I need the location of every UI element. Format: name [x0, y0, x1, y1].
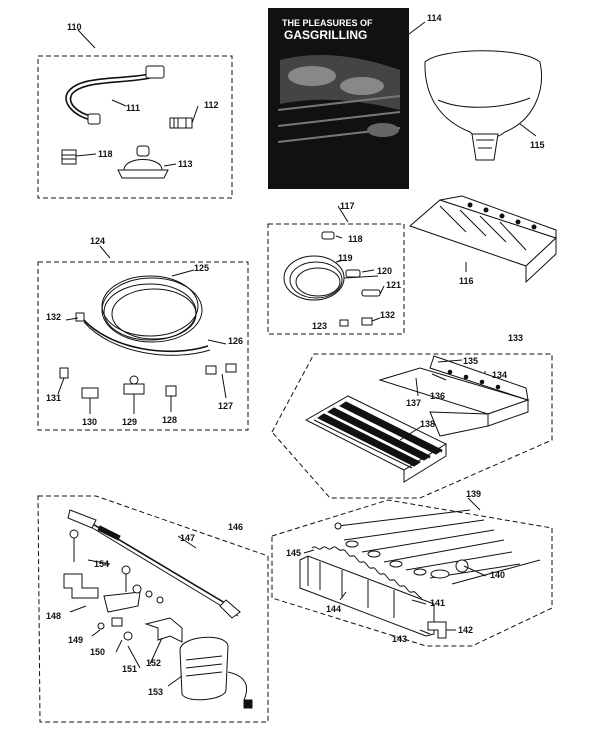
label-145: 145 [286, 548, 301, 558]
grate-part-138 [304, 395, 448, 483]
spring-part-145 [311, 546, 423, 599]
label-141: 141 [430, 598, 445, 608]
group-117 [267, 205, 405, 335]
book-title-line2: GASGRILLING [284, 28, 367, 42]
burner-part-144 [299, 555, 435, 637]
tubing-coil-part-125 [101, 275, 203, 343]
skewers-part-140 [334, 509, 541, 585]
label-140: 140 [490, 570, 505, 580]
label-143: 143 [392, 634, 407, 644]
group-110 [37, 29, 233, 199]
mount-bracket-part-152 [144, 617, 183, 643]
book-part-114: THE PLEASURES OF GASGRILLING [268, 8, 409, 189]
label-118-b: 118 [348, 234, 363, 244]
label-120: 120 [377, 266, 392, 276]
label-127: 127 [218, 401, 233, 411]
label-113: 113 [178, 159, 193, 169]
label-117: 117 [340, 201, 355, 211]
label-144: 144 [326, 604, 341, 614]
label-133: 133 [508, 333, 523, 343]
label-132-b: 132 [380, 310, 395, 320]
group-124 [37, 245, 249, 431]
label-126: 126 [228, 336, 243, 346]
bracket-part-148 [63, 573, 141, 613]
label-123: 123 [312, 321, 327, 331]
fitting-part-128 [165, 385, 177, 397]
label-148: 148 [46, 611, 61, 621]
book-title-line1: THE PLEASURES OF [282, 18, 373, 28]
group-133 [271, 353, 553, 499]
cover-part-115 [424, 50, 542, 161]
bolt-part-154 [69, 529, 131, 592]
label-121: 121 [386, 280, 401, 290]
label-110: 110 [67, 22, 82, 32]
hose-part-111 [65, 73, 151, 121]
label-137: 137 [406, 398, 421, 408]
fitting-part-130 [81, 387, 99, 399]
fitting-part-112 [169, 117, 193, 129]
label-139: 139 [466, 489, 481, 499]
label-138: 138 [420, 419, 435, 429]
tube-part-126 [81, 317, 209, 352]
label-128: 128 [162, 415, 177, 425]
label-152: 152 [146, 658, 161, 668]
wire-coil-part-119 [283, 255, 379, 301]
label-118-a: 118 [98, 149, 113, 159]
label-114: 114 [427, 13, 442, 23]
label-132-a: 132 [46, 312, 61, 322]
label-135: 135 [463, 356, 478, 366]
label-136: 136 [430, 391, 445, 401]
group-139 [271, 497, 553, 647]
label-116: 116 [459, 276, 474, 286]
label-129: 129 [122, 417, 137, 427]
label-146: 146 [228, 522, 243, 532]
fitting-part-127 [205, 363, 237, 375]
label-124: 124 [90, 236, 105, 246]
label-119: 119 [338, 253, 353, 263]
label-153: 153 [148, 687, 163, 697]
label-134: 134 [492, 370, 507, 380]
fitting-part-131 [59, 367, 69, 379]
label-131: 131 [46, 393, 61, 403]
label-151: 151 [122, 664, 137, 674]
spit-rod-part-147 [67, 509, 241, 619]
label-125: 125 [194, 263, 209, 273]
label-130: 130 [82, 417, 97, 427]
valve-part-129 [123, 375, 145, 395]
label-154: 154 [94, 559, 109, 569]
nut-part-118 [61, 149, 77, 165]
motor-part-153 [179, 636, 253, 709]
rack-part-134 [378, 355, 530, 437]
label-147: 147 [180, 533, 195, 543]
group-146 [37, 495, 269, 723]
regulator-part-113 [117, 145, 169, 179]
label-112: 112 [204, 100, 219, 110]
shelf-part-116 [409, 195, 557, 284]
label-115: 115 [530, 140, 545, 150]
label-150: 150 [90, 647, 105, 657]
label-142: 142 [458, 625, 473, 635]
clip-part-142 [427, 621, 447, 639]
label-149: 149 [68, 635, 83, 645]
label-111: 111 [126, 103, 140, 113]
